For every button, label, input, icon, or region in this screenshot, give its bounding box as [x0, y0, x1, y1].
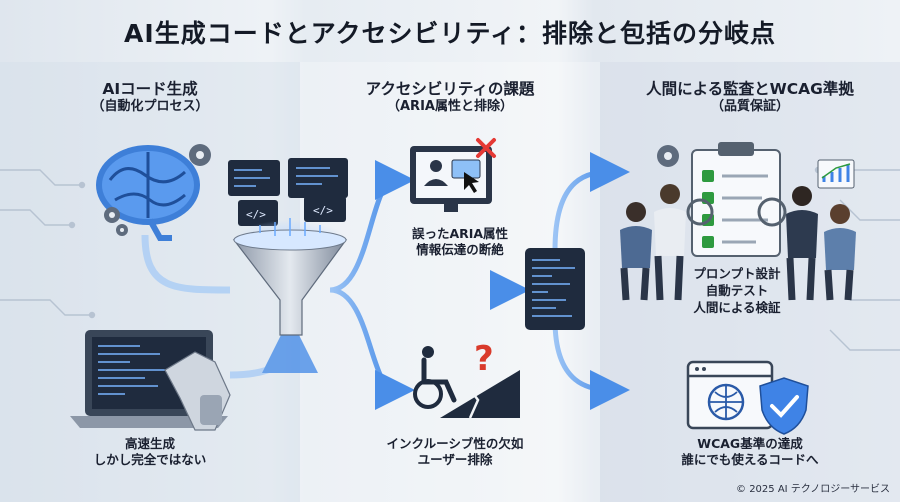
column-1-subheading: （自動化プロセス）: [91, 99, 209, 115]
caption-speed: 高速生成 しかし完全ではない: [93, 436, 207, 467]
error-x-icon: [476, 138, 496, 158]
page-title: AI生成コードとアクセシビリティ：排除と包括の分岐点: [124, 19, 776, 48]
column-3-header: 人間による監査とWCAG準拠 （品質保証）: [600, 80, 900, 116]
shield-check-icon: [759, 377, 809, 435]
column-3-heading: 人間による監査とWCAG準拠: [646, 80, 854, 98]
monitor-icon: [410, 146, 492, 212]
code-tag-icon: </>: [246, 208, 266, 221]
footer-copyright: © 2025 AI テクノロジーサービス: [736, 484, 890, 495]
column-3-subheading: （品質保証）: [710, 99, 789, 115]
gear-icon: [104, 144, 211, 236]
column-2-subheading: （ARIA属性と排除）: [387, 99, 513, 115]
bar-chart-icon: [817, 159, 855, 189]
caption-aria: 誤ったARIA属性 情報伝達の断絶: [411, 226, 509, 257]
broken-ramp-icon: [440, 370, 520, 419]
question-mark-icon: ?: [474, 339, 494, 379]
funnel-icon: [232, 218, 348, 336]
wheelchair-user-icon: [413, 346, 457, 409]
gear-icon: [657, 145, 679, 167]
code-panel-icon: [525, 248, 585, 330]
panel-left: [0, 62, 300, 502]
code-tag-icon: </>: [313, 204, 333, 217]
code-windows: </> </>: [228, 158, 348, 226]
column-2-header: アクセシビリティの課題 （ARIA属性と排除）: [320, 80, 580, 116]
caption-wcag: WCAG基準の達成 誰にでも使えるコードへ: [681, 436, 819, 467]
caption-exclusion: インクルーシブ性の欠如 ユーザー排除: [386, 436, 524, 467]
browser-globe-icon: [686, 360, 774, 430]
magnifier-icon: [686, 198, 714, 226]
auditor-people-icon: [620, 184, 856, 301]
column-2-heading: アクセシビリティの課題: [365, 80, 535, 98]
magnifier-icon: [757, 197, 787, 227]
caption-audit: プロンプト設計 自動テスト 人間による検証: [693, 266, 781, 315]
brain-icon: [96, 145, 200, 241]
column-1-heading: AIコード生成: [102, 80, 198, 98]
flow-arrows: [141, 152, 630, 410]
column-1-header: AIコード生成 （自動化プロセス）: [20, 80, 280, 116]
robot-hand-icon: [164, 351, 231, 431]
